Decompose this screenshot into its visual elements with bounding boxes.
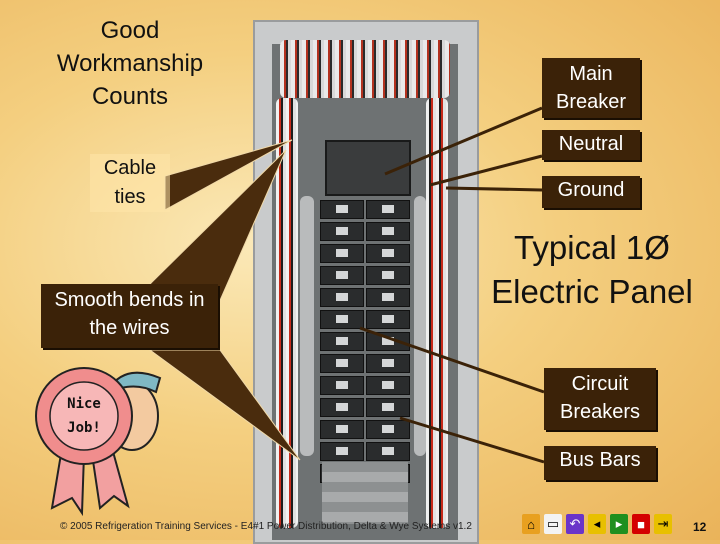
wire-bundle-right — [426, 98, 448, 528]
pointer-badge — [148, 349, 301, 461]
breaker — [366, 310, 410, 329]
slide-navigation: ⌂ ▭ ↶ ◂ ▸ ■ ⇥ — [522, 514, 672, 536]
breaker — [366, 398, 410, 417]
pointer-main-breaker — [384, 106, 543, 176]
page-number: 12 — [693, 520, 707, 534]
return-icon[interactable]: ↶ — [566, 514, 584, 534]
breaker — [366, 266, 410, 285]
breaker — [320, 398, 364, 417]
breaker — [320, 244, 364, 263]
label-cable-ties: Cable ties — [90, 154, 170, 212]
breaker — [366, 376, 410, 395]
title-good-workmanship: Good Workmanship Counts — [56, 17, 204, 110]
breaker-column-right — [366, 200, 410, 486]
page-icon[interactable]: ▭ — [544, 514, 562, 534]
breaker — [320, 222, 364, 241]
breaker — [320, 332, 364, 351]
wire-bundle-top — [280, 40, 450, 98]
breaker — [366, 200, 410, 219]
breaker — [366, 244, 410, 263]
breaker — [366, 442, 410, 461]
breaker — [320, 354, 364, 373]
label-bus-bars: Bus Bars — [544, 446, 656, 480]
pointer-bus-bars — [399, 416, 545, 464]
rosette-inner — [49, 381, 119, 451]
breaker — [366, 354, 410, 373]
breaker — [366, 420, 410, 439]
breaker — [320, 266, 364, 285]
breaker-column-left — [320, 200, 364, 486]
breaker — [320, 420, 364, 439]
breaker — [320, 200, 364, 219]
wire-bundle-left — [276, 98, 298, 528]
end-icon[interactable]: ⇥ — [654, 514, 672, 534]
breaker — [320, 376, 364, 395]
breaker — [320, 442, 364, 461]
label-neutral: Neutral — [542, 130, 640, 160]
stop-icon[interactable]: ■ — [632, 514, 650, 534]
pointer-circuit-breakers — [359, 326, 545, 394]
badge-text-bottom: Job! — [67, 420, 101, 436]
label-circuit-breakers: Circuit Breakers — [544, 368, 656, 430]
prev-icon[interactable]: ◂ — [588, 514, 606, 534]
next-icon[interactable]: ▸ — [610, 514, 628, 534]
breaker — [320, 288, 364, 307]
pointer-ground — [445, 186, 543, 192]
nice-job-badge-clipart: Nice Job! — [35, 367, 162, 517]
breaker — [366, 288, 410, 307]
home-icon[interactable]: ⌂ — [522, 514, 540, 534]
ground-bar-left — [300, 196, 314, 456]
neutral-bar-right — [414, 196, 426, 456]
breaker — [320, 310, 364, 329]
label-ground: Ground — [542, 176, 640, 208]
badge-text-top: Nice — [67, 396, 101, 412]
title-typical-panel: Typical 1Ø Electric Panel — [491, 229, 693, 310]
label-main-breaker: Main Breaker — [542, 58, 640, 118]
breaker — [366, 332, 410, 351]
pointer-neutral — [429, 154, 543, 187]
bus-bars — [322, 462, 408, 524]
breaker — [366, 222, 410, 241]
label-smooth-bends: Smooth bends in the wires — [41, 284, 218, 348]
footer-copyright: © 2005 Refrigeration Training Services -… — [60, 521, 472, 532]
